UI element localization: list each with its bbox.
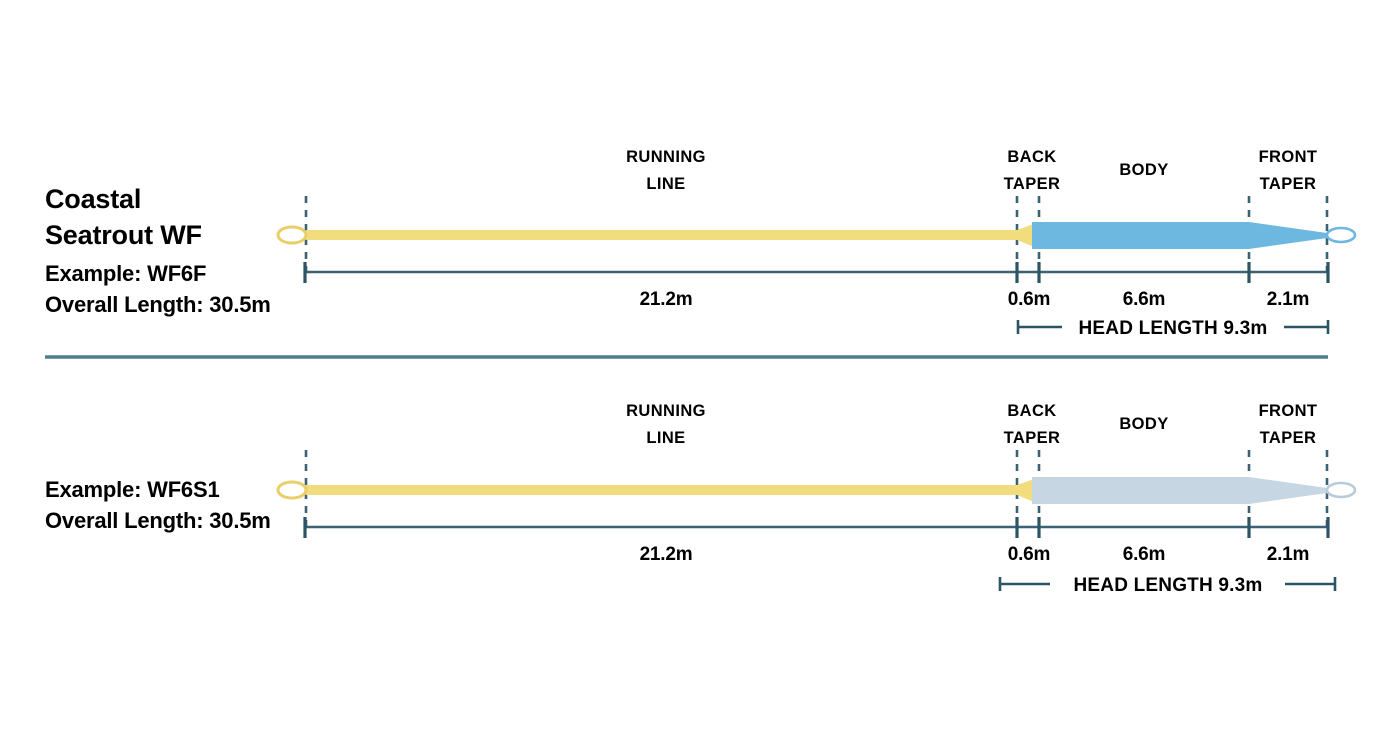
panel-floating-running-line [306,230,1018,240]
panel-floating-running-line-label-2: LINE [646,175,685,193]
panel-floating-running-line-measure: 21.2m [640,289,693,310]
panel-floating-back-taper-label-1: BACK [1007,148,1056,166]
panel-sinking-front-taper-label-1: FRONT [1259,402,1318,420]
panel-sinking-running-line-label-2: LINE [646,429,685,447]
panel-sinking-running-line-label-1: RUNNING [626,402,706,420]
panel-floating: Coastal Seatrout WF Example: WF6F Overal… [45,148,1357,339]
panel-floating-back-taper-measure: 0.6m [1008,289,1051,310]
panel-floating-head-length-label: HEAD LENGTH 9.3m [1078,318,1267,339]
panel-sinking-body-shape [1032,477,1327,504]
panel-sinking-head-length-label: HEAD LENGTH 9.3m [1073,575,1262,596]
page-title-line2: Seatrout WF [45,220,202,250]
panel-sinking-example-label: Example: WF6S1 [45,477,219,502]
panel-floating-head-length-bracket: HEAD LENGTH 9.3m [1016,318,1330,339]
panel-sinking-back-taper-label-2: TAPER [1004,429,1061,447]
panel-sinking-back-taper-label-1: BACK [1007,402,1056,420]
panel-floating-front-loop-icon [1325,226,1357,244]
panel-floating-front-taper-label-1: FRONT [1259,148,1318,166]
panel-floating-running-line-label-1: RUNNING [626,148,706,166]
panel-sinking: Example: WF6S1 Overall Length: 30.5m RUN… [45,402,1357,596]
panel-floating-body-measure: 6.6m [1123,289,1166,310]
panel-sinking-running-line [306,485,1018,495]
panel-sinking-rear-loop-icon [276,480,308,500]
panel-sinking-body-measure: 6.6m [1123,544,1166,565]
panel-floating-back-taper-label-2: TAPER [1004,175,1061,193]
panel-sinking-back-taper-measure: 0.6m [1008,544,1051,565]
panel-sinking-front-taper-label-2: TAPER [1260,429,1317,447]
panel-sinking-head-length-bracket: HEAD LENGTH 9.3m [998,575,1337,596]
panel-sinking-running-line-measure: 21.2m [640,544,693,565]
panel-sinking-overall-label: Overall Length: 30.5m [45,508,271,533]
panel-sinking-front-loop-icon [1325,481,1357,499]
panel-floating-overall-label: Overall Length: 30.5m [45,292,271,317]
panel-sinking-body-label: BODY [1119,415,1168,433]
panel-floating-body-shape [1032,222,1327,249]
panel-floating-example-label: Example: WF6F [45,261,206,286]
panel-floating-front-taper-measure: 2.1m [1267,289,1310,310]
panel-floating-front-taper-label-2: TAPER [1260,175,1317,193]
panel-sinking-front-taper-measure: 2.1m [1267,544,1310,565]
page-title-line1: Coastal [45,184,141,214]
panel-floating-rear-loop-icon [276,225,308,245]
panel-floating-body-label: BODY [1119,161,1168,179]
